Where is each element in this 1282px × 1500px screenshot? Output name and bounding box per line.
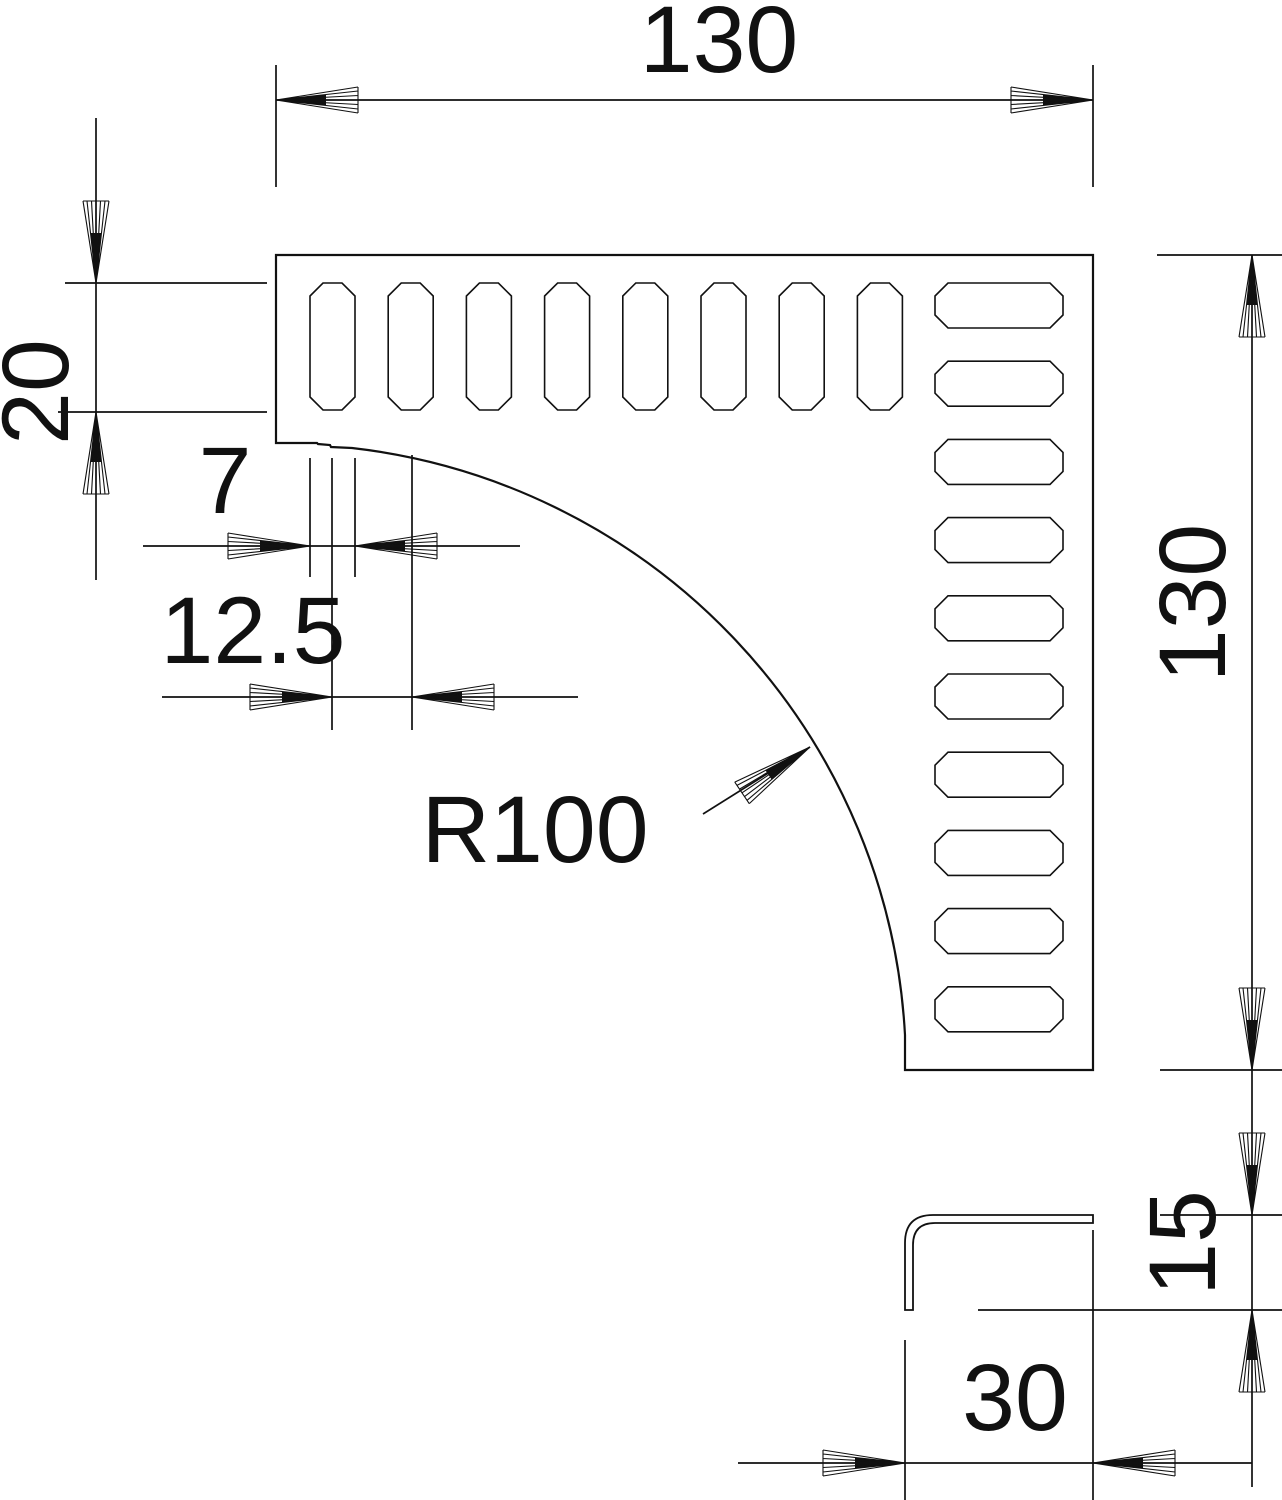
dim-top-width: 130 bbox=[275, 0, 1094, 187]
dim-profile-height: 15 bbox=[978, 1132, 1282, 1393]
slot-hole bbox=[309, 282, 356, 411]
arrowhead bbox=[249, 683, 333, 711]
slots-right-band bbox=[934, 282, 1064, 1033]
slot-hole bbox=[934, 516, 1064, 564]
dim-right-height: 130 bbox=[1140, 254, 1282, 1487]
dim-slot-width: 7 bbox=[143, 428, 520, 730]
dim-slot-pitch-label: 12.5 bbox=[161, 578, 346, 684]
slot-hole bbox=[856, 282, 904, 411]
dim-corner-radius-label: R100 bbox=[421, 777, 648, 883]
dim-right-height-label: 130 bbox=[1140, 524, 1246, 683]
rim-profile-outline bbox=[904, 1214, 1094, 1311]
slot-hole bbox=[934, 438, 1064, 486]
slot-hole bbox=[934, 907, 1064, 955]
slots-top-band bbox=[309, 282, 904, 411]
slot-hole bbox=[934, 282, 1064, 329]
arrowhead bbox=[82, 200, 110, 284]
slot-hole bbox=[934, 829, 1064, 877]
dim-slot-length-label: 20 bbox=[0, 339, 89, 445]
arrowhead bbox=[1238, 987, 1266, 1071]
slot-hole bbox=[543, 282, 591, 411]
slot-hole bbox=[700, 282, 747, 411]
dim-slot-pitch: 12.5 bbox=[161, 455, 578, 730]
arrowhead bbox=[1238, 1132, 1266, 1216]
dim-slot-length: 20 bbox=[0, 118, 267, 580]
arrowhead bbox=[1238, 254, 1266, 338]
slot-hole bbox=[622, 282, 669, 411]
slot-hole bbox=[934, 673, 1064, 720]
slot-hole bbox=[387, 282, 434, 411]
corner-plate-outline bbox=[274, 253, 1095, 1072]
arrowhead bbox=[1238, 1309, 1266, 1393]
slot-hole bbox=[465, 282, 513, 411]
arrowhead bbox=[1010, 86, 1094, 114]
dim-top-width-label: 130 bbox=[640, 0, 799, 93]
dim-corner-radius: R100 bbox=[421, 735, 818, 883]
slot-hole bbox=[934, 595, 1064, 642]
dim-profile-height-label: 15 bbox=[1130, 1190, 1236, 1296]
arrowhead bbox=[275, 86, 359, 114]
arrowhead bbox=[227, 532, 311, 560]
arrowhead bbox=[354, 532, 438, 560]
slot-hole bbox=[934, 751, 1064, 798]
slot-hole bbox=[934, 360, 1064, 407]
dim-profile-width: 30 bbox=[738, 1230, 1252, 1500]
arrowhead bbox=[411, 683, 495, 711]
dim-slot-width-label: 7 bbox=[199, 428, 252, 534]
slot-hole bbox=[778, 282, 825, 411]
arrowhead bbox=[734, 735, 818, 805]
arrowhead bbox=[822, 1449, 906, 1477]
dim-profile-width-label: 30 bbox=[962, 1345, 1068, 1451]
slot-hole bbox=[934, 986, 1064, 1033]
arrowhead bbox=[1092, 1449, 1176, 1477]
